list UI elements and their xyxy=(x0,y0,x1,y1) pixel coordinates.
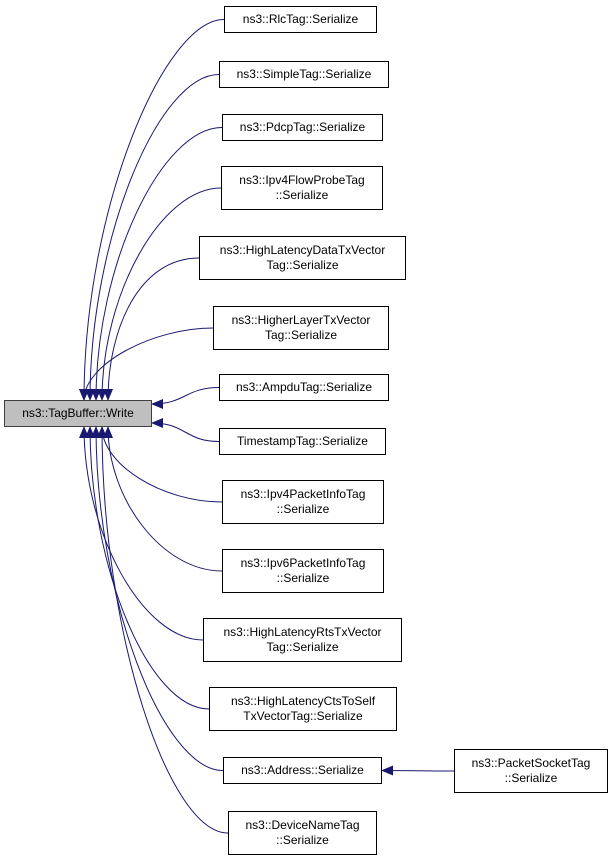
node-pdcp[interactable]: ns3::PdcpTag::Serialize xyxy=(222,114,383,141)
node-ampdu[interactable]: ns3::AmpduTag::Serialize xyxy=(219,374,389,401)
edge-ipv6pkt-to-write xyxy=(103,426,223,572)
node-rlc[interactable]: ns3::RlcTag::Serialize xyxy=(224,6,377,33)
node-label-line: ::Serialize xyxy=(276,833,329,847)
node-label-line: ns3::TagBuffer::Write xyxy=(22,406,134,420)
edge-address-to-write xyxy=(91,426,224,771)
node-label-line: ::Serialize xyxy=(276,571,330,585)
node-pktsocket[interactable]: ns3::PacketSocketTag::Serialize xyxy=(454,749,608,793)
edge-hlcts-to-write xyxy=(85,426,210,710)
node-simple[interactable]: ns3::SimpleTag::Serialize xyxy=(219,61,389,88)
node-label-line: ns3::PdcpTag::Serialize xyxy=(239,120,366,134)
node-ipv4flow[interactable]: ns3::Ipv4FlowProbeTag::Serialize xyxy=(221,166,383,210)
edge-higher-to-write xyxy=(79,327,214,401)
edge-hldata-to-write xyxy=(103,257,200,401)
node-label-line: ns3::HighLatencyRtsTxVector xyxy=(223,625,382,639)
node-label-line: ns3::HigherLayerTxVector xyxy=(231,313,371,327)
node-label-line: ns3::HighLatencyCtsToSelf xyxy=(230,694,376,708)
edge-pktsocket-to-address xyxy=(381,765,455,776)
node-label-line: ns3::Address::Serialize xyxy=(241,763,364,777)
node-label-line: Tag::Serialize xyxy=(264,328,338,342)
node-label-line: TxVectorTag::Serialize xyxy=(243,709,363,723)
edge-rlc-to-write xyxy=(79,19,225,401)
edge-ipv4pkt-to-write xyxy=(97,426,223,503)
edge-ipv4flow-to-write xyxy=(97,187,222,401)
edge-hlrts-to-write xyxy=(79,426,204,641)
node-timestamp[interactable]: TimestampTag::Serialize xyxy=(219,428,386,455)
node-label-line: ::Serialize xyxy=(275,188,329,202)
node-ipv4pkt[interactable]: ns3::Ipv4PacketInfoTag::Serialize xyxy=(222,480,384,524)
node-address[interactable]: ns3::Address::Serialize xyxy=(223,757,382,784)
node-label-line: ns3::SimpleTag::Serialize xyxy=(236,67,372,81)
node-label-line: ns3::Ipv4FlowProbeTag xyxy=(239,173,365,187)
edge-timestamp-to-write xyxy=(151,418,220,442)
node-label-line: Tag::Serialize xyxy=(266,640,339,654)
node-label-line: ns3::AmpduTag::Serialize xyxy=(235,380,373,394)
node-ipv6pkt[interactable]: ns3::Ipv6PacketInfoTag::Serialize xyxy=(222,549,384,593)
node-label-line: TimestampTag::Serialize xyxy=(237,434,368,448)
node-label-line: ::Serialize xyxy=(504,771,558,785)
node-write: ns3::TagBuffer::Write xyxy=(4,400,152,427)
node-label-line: ns3::Ipv6PacketInfoTag xyxy=(240,556,366,570)
node-label-line: ns3::PacketSocketTag xyxy=(471,756,591,770)
node-label-line: ns3::HighLatencyDataTxVector xyxy=(219,243,386,257)
edge-simple-to-write xyxy=(85,74,220,401)
edge-ampdu-to-write xyxy=(151,387,220,409)
node-label-line: ns3::RlcTag::Serialize xyxy=(242,12,359,26)
node-label-line: ns3::Ipv4PacketInfoTag xyxy=(240,487,366,501)
edge-pdcp-to-write xyxy=(91,127,223,401)
node-label-line: Tag::Serialize xyxy=(266,258,339,272)
node-devname[interactable]: ns3::DeviceNameTag::Serialize xyxy=(228,811,377,855)
node-label-line: ::Serialize xyxy=(276,502,330,516)
node-label-line: ns3::DeviceNameTag xyxy=(245,818,360,832)
edge-devname-to-write xyxy=(97,426,229,834)
